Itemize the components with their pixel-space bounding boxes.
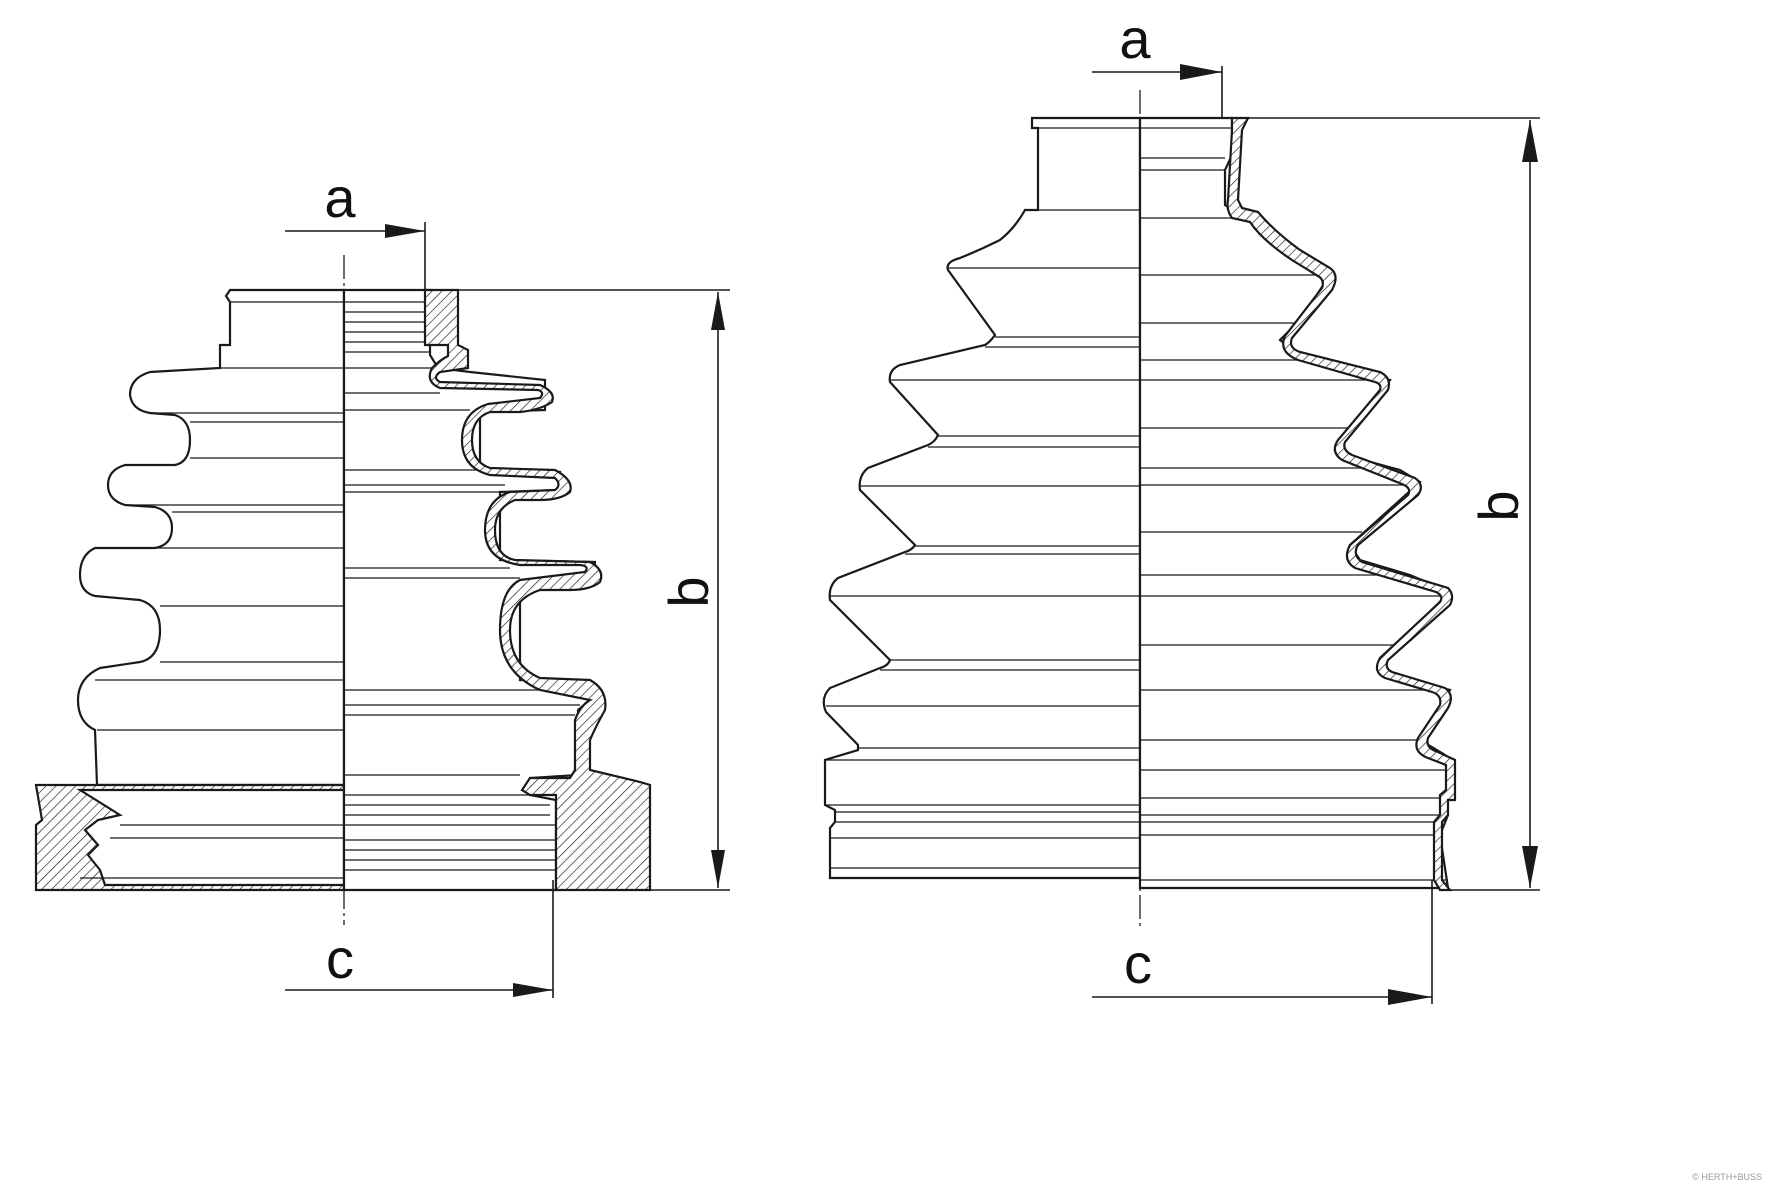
watermark-text: © HERTH+BUSS [1692, 1172, 1762, 1182]
dimension-a-left: a [285, 166, 426, 292]
boot-right-outline [822, 116, 1142, 880]
boot-right-wall-hatched [1226, 116, 1457, 892]
dimension-a-label: a [324, 166, 356, 229]
boot-left-outline [76, 288, 346, 787]
dimension-a-label: a [1119, 7, 1151, 70]
dimension-c-left: c [285, 880, 554, 998]
boot-right-left-ribs [825, 127, 1140, 869]
boot-right-right-ribs [1140, 127, 1455, 881]
boot-drawing-right: a b c [822, 7, 1540, 1005]
dimension-c-label: c [326, 927, 354, 990]
dimension-a-right: a [1092, 7, 1223, 118]
dimension-b-label: b [657, 576, 720, 607]
dimension-b-left: b [458, 289, 730, 891]
boot-left-right-ribs [344, 301, 585, 871]
boot-drawing-left: a b c [34, 166, 730, 998]
dimension-b-label: b [1467, 490, 1530, 521]
boot-left-ribs [95, 301, 344, 731]
boot-left-wall-hatched [423, 288, 652, 892]
dimension-b-right: b [1248, 117, 1540, 891]
dimension-c-right: c [1092, 880, 1433, 1005]
dimension-c-label: c [1124, 932, 1152, 995]
